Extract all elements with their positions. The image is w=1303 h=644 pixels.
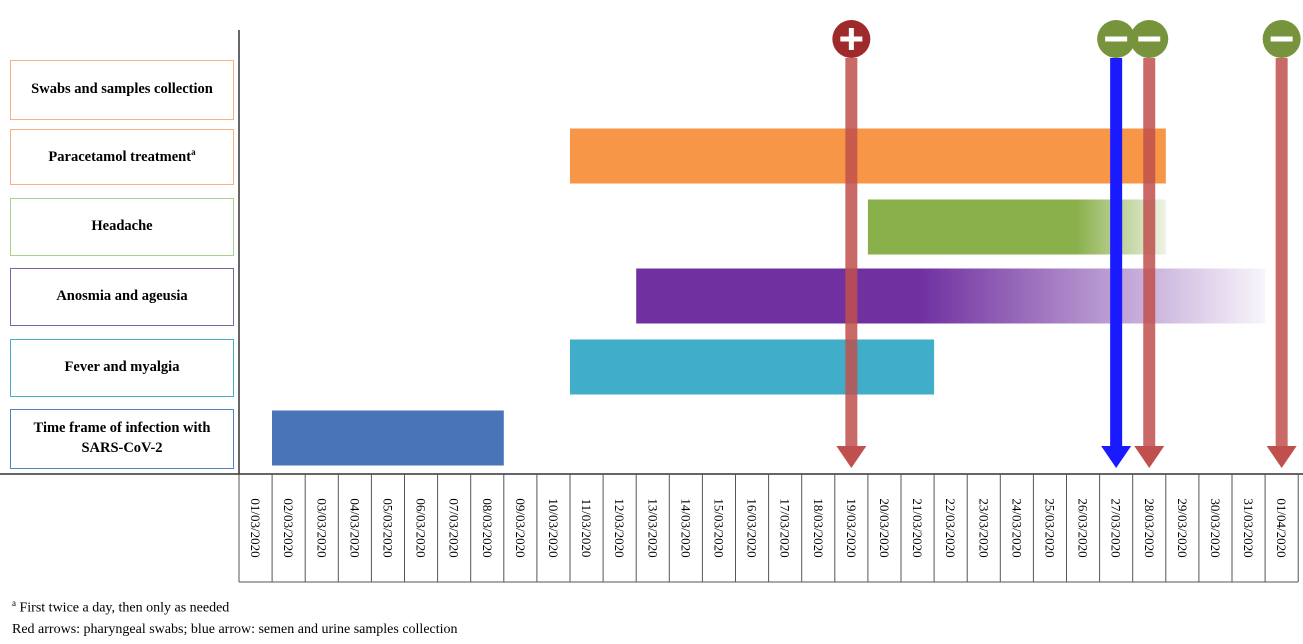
tick-label: 07/03/2020: [447, 498, 462, 557]
tick-label: 13/03/2020: [645, 498, 660, 557]
row-label-paracetamol: Paracetamol treatmenta: [10, 129, 234, 185]
row-label-headache: Headache: [10, 198, 234, 256]
tick-label: 21/03/2020: [910, 498, 925, 557]
sign-bar: [1270, 36, 1293, 42]
tick-label: 18/03/2020: [811, 498, 826, 557]
footnote-marker: a: [191, 147, 196, 158]
tick-label: 01/04/2020: [1274, 498, 1289, 557]
tick-label: 02/03/2020: [281, 498, 296, 557]
tick-label: 12/03/2020: [612, 498, 627, 557]
tick-label: 15/03/2020: [711, 498, 726, 557]
tick-label: 04/03/2020: [347, 498, 362, 557]
sign-bar: [1138, 36, 1161, 42]
tick-label: 17/03/2020: [778, 498, 793, 557]
bar-fever-and-myalgia: [570, 339, 935, 395]
row-label-text: Headache: [91, 218, 153, 235]
arrow-shaft: [1143, 58, 1156, 446]
tick-label: 16/03/2020: [745, 498, 760, 557]
date-axis: 01/03/2020 02/03/2020 03/03/2020 04/03/2020…: [0, 30, 1303, 583]
footnote-a: a First twice a day, then only as needed: [12, 598, 229, 617]
row-label-text: Anosmia and ageusia: [56, 288, 188, 305]
row-label-text: Swabs and samples collection: [31, 81, 213, 98]
arrow-shaft: [1275, 58, 1288, 446]
tick-label: 14/03/2020: [678, 498, 693, 557]
row-label-anosmia: Anosmia and ageusia: [10, 268, 234, 326]
tick-label: 29/03/2020: [1175, 498, 1190, 557]
footnote-a-text: First twice a day, then only as needed: [19, 600, 230, 616]
arrow-head: [836, 446, 867, 468]
arrow-shaft: [1110, 58, 1123, 446]
arrow-shaft: [845, 58, 858, 446]
tick-label: 08/03/2020: [480, 498, 495, 557]
arrows-layer: [832, 20, 1301, 468]
tick-label: 22/03/2020: [943, 498, 958, 557]
row-label-text: Time frame of infection with SARS-CoV-2: [33, 420, 211, 456]
tick-label: 24/03/2020: [1009, 498, 1024, 557]
sign-bar-vertical: [848, 28, 854, 50]
arrow-head: [1266, 446, 1297, 468]
tick-label: 26/03/2020: [1076, 498, 1091, 557]
row-label-fever: Fever and myalgia: [10, 339, 234, 397]
sign-bar: [1105, 36, 1128, 42]
arrow-head: [1134, 446, 1165, 468]
bar-paracetamol-treatment: [570, 128, 1166, 184]
bar-time-frame-of-infection-with-sars-cov-2: [272, 410, 504, 466]
tick-label: 25/03/2020: [1042, 498, 1057, 557]
bar-anosmia-and-ageusia: [636, 268, 1266, 324]
tick-label: 27/03/2020: [1109, 498, 1124, 557]
row-label-infection: Time frame of infection with SARS-CoV-2: [10, 409, 234, 469]
tick-label: 11/03/2020: [579, 499, 594, 558]
tick-label: 31/03/2020: [1241, 498, 1256, 557]
tick-label: 01/03/2020: [248, 498, 263, 557]
tick-label: 28/03/2020: [1142, 498, 1157, 557]
row-label-text: Paracetamol treatmenta: [48, 147, 196, 166]
tick-label: 30/03/2020: [1208, 498, 1223, 557]
tick-label: 09/03/2020: [513, 498, 528, 557]
tick-label: 06/03/2020: [414, 498, 429, 557]
tick-label: 19/03/2020: [844, 498, 859, 557]
row-label-text: Fever and myalgia: [64, 359, 180, 376]
footnote-marker: a: [12, 598, 16, 608]
footnote-legend: Red arrows: pharyngeal swabs; blue arrow…: [12, 622, 458, 637]
tick-label: 20/03/2020: [877, 498, 892, 557]
tick-label: 23/03/2020: [976, 498, 991, 557]
row-label-swabs: Swabs and samples collection: [10, 60, 234, 120]
arrow-head: [1101, 446, 1132, 468]
tick-label: 05/03/2020: [380, 498, 395, 557]
tick-label: 03/03/2020: [314, 498, 329, 557]
tick-label: 10/03/2020: [546, 498, 561, 557]
